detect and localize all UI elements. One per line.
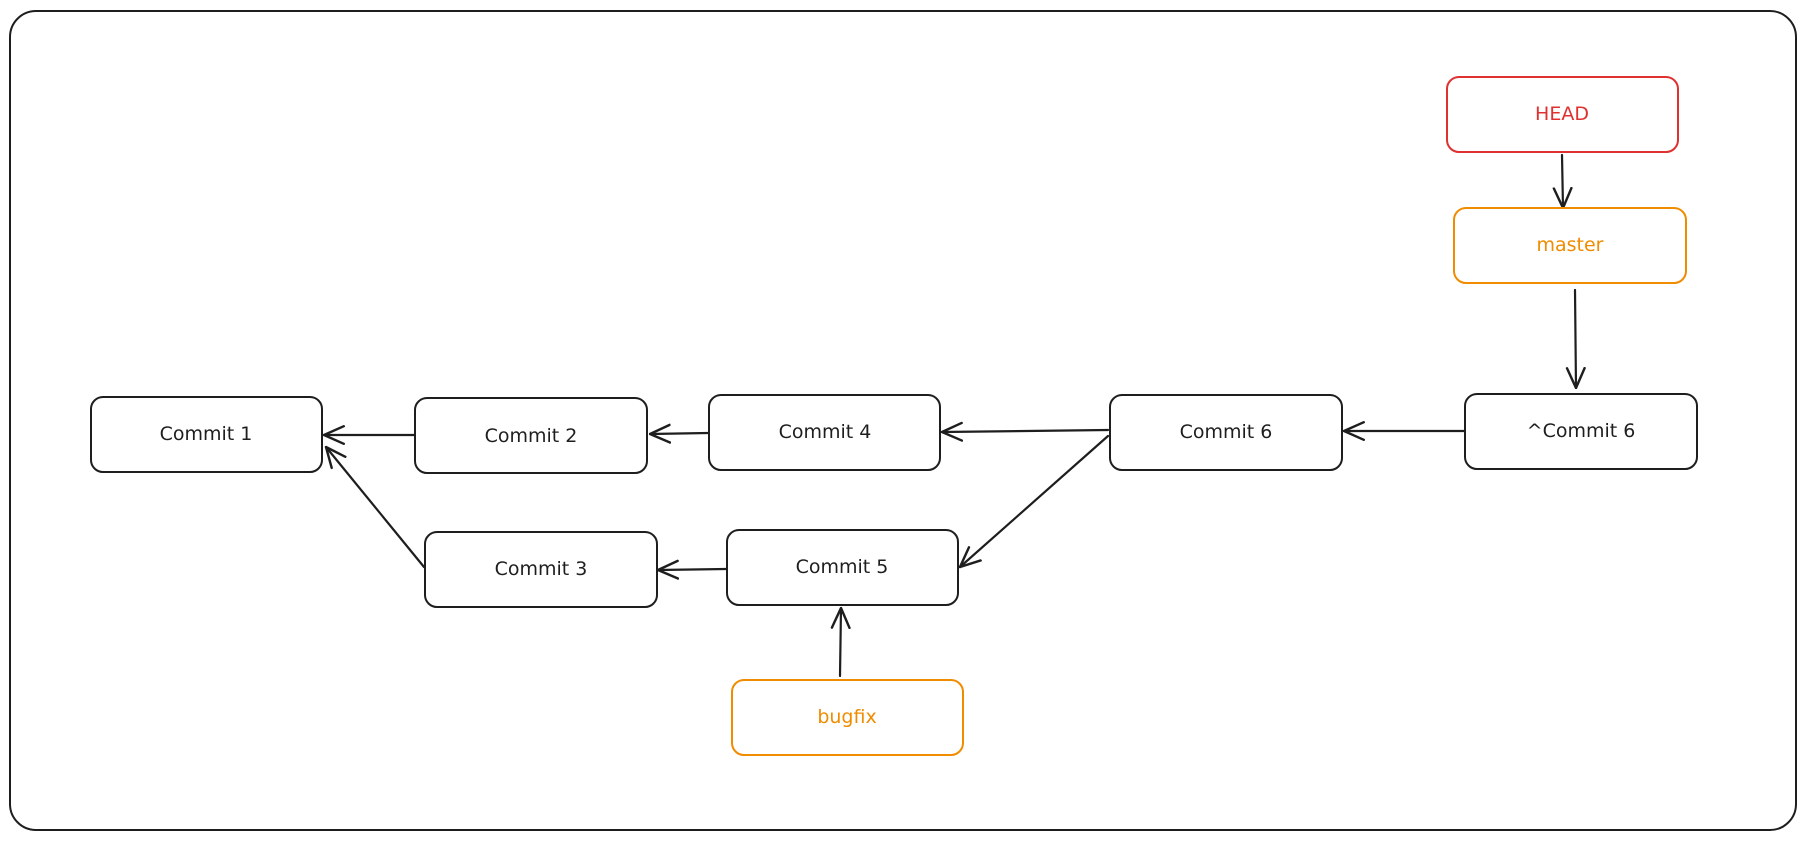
commit-node-4-label: Commit 4 <box>779 421 872 443</box>
bugfix-branch-node[interactable]: bugfix <box>731 679 964 756</box>
edge-commit6-to-commit5 <box>960 434 1110 567</box>
commit-node-6[interactable]: Commit 6 <box>1109 394 1343 471</box>
head-pointer-node[interactable]: HEAD <box>1446 76 1679 153</box>
master-branch-node[interactable]: master <box>1453 207 1687 284</box>
commit-node-6-caret-label: ^Commit 6 <box>1527 420 1636 442</box>
head-pointer-label: HEAD <box>1535 103 1589 125</box>
edge-commit5-to-commit3 <box>658 569 728 570</box>
edge-commit6-to-commit4 <box>942 430 1110 432</box>
edge-commit3-to-commit1 <box>326 447 426 569</box>
commit-node-6-caret[interactable]: ^Commit 6 <box>1464 393 1698 470</box>
commit-node-3-label: Commit 3 <box>495 558 588 580</box>
edges <box>322 153 1576 678</box>
commit-node-6-label: Commit 6 <box>1180 421 1273 443</box>
commit-node-5-label: Commit 5 <box>796 556 889 578</box>
edge-master-to-commit6caret <box>1575 288 1576 388</box>
master-branch-label: master <box>1536 234 1603 256</box>
commit-node-3[interactable]: Commit 3 <box>424 531 658 608</box>
commit-node-4[interactable]: Commit 4 <box>708 394 941 471</box>
bugfix-branch-label: bugfix <box>817 706 876 728</box>
edge-head-to-master <box>1562 153 1563 208</box>
commit-node-5[interactable]: Commit 5 <box>726 529 959 606</box>
commit-node-2[interactable]: Commit 2 <box>414 397 648 474</box>
outer-frame <box>9 10 1797 831</box>
edge-bugfix-to-commit5 <box>840 608 841 678</box>
commit-node-1[interactable]: Commit 1 <box>90 396 323 473</box>
edge-commit4-to-commit2 <box>650 433 710 434</box>
commit-node-1-label: Commit 1 <box>160 423 253 445</box>
commit-node-2-label: Commit 2 <box>485 425 578 447</box>
